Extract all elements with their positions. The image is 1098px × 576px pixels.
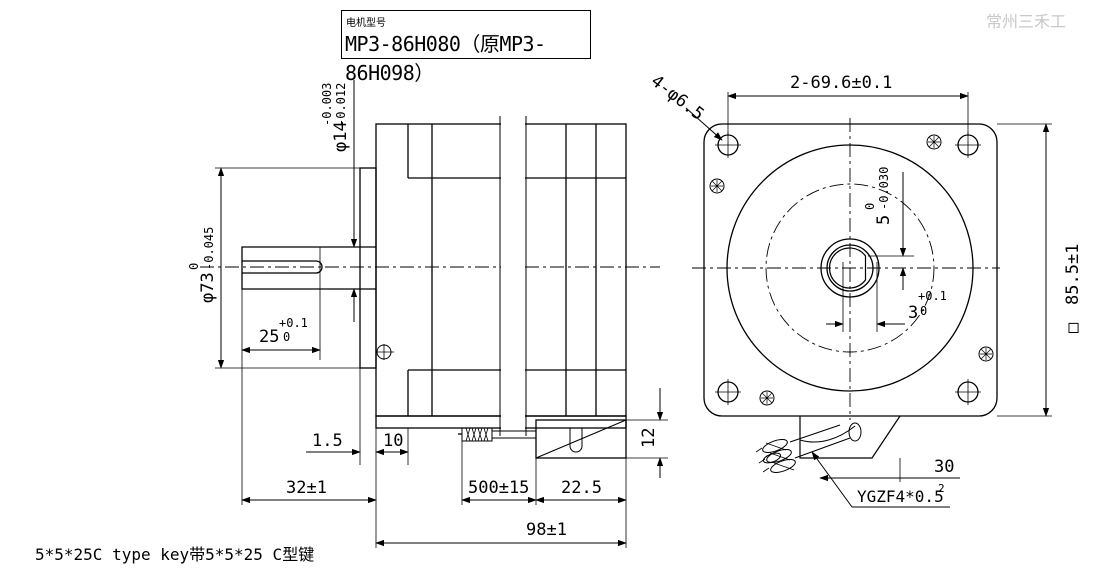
flange (359, 167, 377, 369)
key-footnote: 5*5*25C type key带5*5*25 C型键 (35, 545, 315, 564)
boss-diameter-label: φ73 (198, 272, 218, 303)
front-flange (703, 123, 998, 417)
flange-thickness-label: 10 (383, 431, 403, 451)
boss-tol-upper: 0 (187, 263, 201, 270)
cable-label: YGZF4*0.5 (857, 487, 944, 506)
hole-spacing-label: 2-69.6±0.1 (790, 73, 892, 93)
cable-gland (799, 415, 901, 459)
holes-label: 4-φ6.5 (647, 71, 708, 125)
key-tol-upper: +0.1 (279, 316, 308, 330)
side-view (200, 80, 668, 548)
cable-sup: 2 (938, 482, 945, 495)
watermark-text: 常州三禾工 (986, 12, 1067, 31)
body-length-label: 98±1 (526, 520, 567, 540)
shaft-tol-upper: -0.003 (320, 83, 334, 126)
cable-wires (755, 439, 796, 473)
key-w-tol-lower: 0 (920, 304, 927, 318)
flat-tol-lower: -0.030 (877, 167, 891, 210)
side-labels: φ14 -0.003 -0.012 φ73 0 -0.045 25 +0.1 0… (187, 83, 659, 540)
key-tol-lower: 0 (283, 330, 290, 344)
leader-cable (811, 451, 853, 508)
boss-tol-lower: -0.045 (202, 227, 216, 270)
shaft-outline (241, 246, 376, 290)
flange-step-label: 1.5 (312, 431, 343, 451)
key-width-label: 3 (908, 303, 918, 323)
square-symbol: □ (1063, 322, 1083, 333)
key-length-label: 25 (259, 327, 279, 347)
shaft-key (242, 260, 323, 274)
connector-height-label: 12 (639, 428, 659, 448)
cable-offset-label: 30 (934, 457, 954, 477)
key-w-tol-upper: +0.1 (918, 289, 947, 303)
connector-width-label: 22.5 (561, 478, 602, 498)
front-labels: 4-φ6.5 2-69.6±0.1 5 0 -0.030 3 +0.1 0 □ … (647, 71, 1083, 506)
model-number: MP3-86H080（原MP3-86H098） (345, 32, 546, 85)
mounting-holes (715, 132, 981, 405)
screw-marks (709, 134, 994, 406)
lead-length-label: 500±15 (468, 478, 529, 498)
front-view (685, 92, 1052, 508)
flat-depth-label: 5 (874, 215, 894, 225)
shaft-length-label: 32±1 (286, 478, 327, 498)
shaft-diameter-label: φ14 (331, 121, 351, 152)
model-label: 电机型号 (346, 18, 386, 29)
model-title-box: 电机型号 MP3-86H080（原MP3-86H098） (341, 10, 591, 85)
shaft-end (828, 247, 867, 289)
square-size-label: 85.5±1 (1063, 244, 1083, 305)
flat-tol-upper: 0 (863, 203, 877, 210)
connector (535, 419, 627, 459)
front-body-circle (726, 144, 974, 392)
shaft-tol-lower: -0.012 (334, 83, 348, 126)
leader-holes (685, 107, 723, 141)
